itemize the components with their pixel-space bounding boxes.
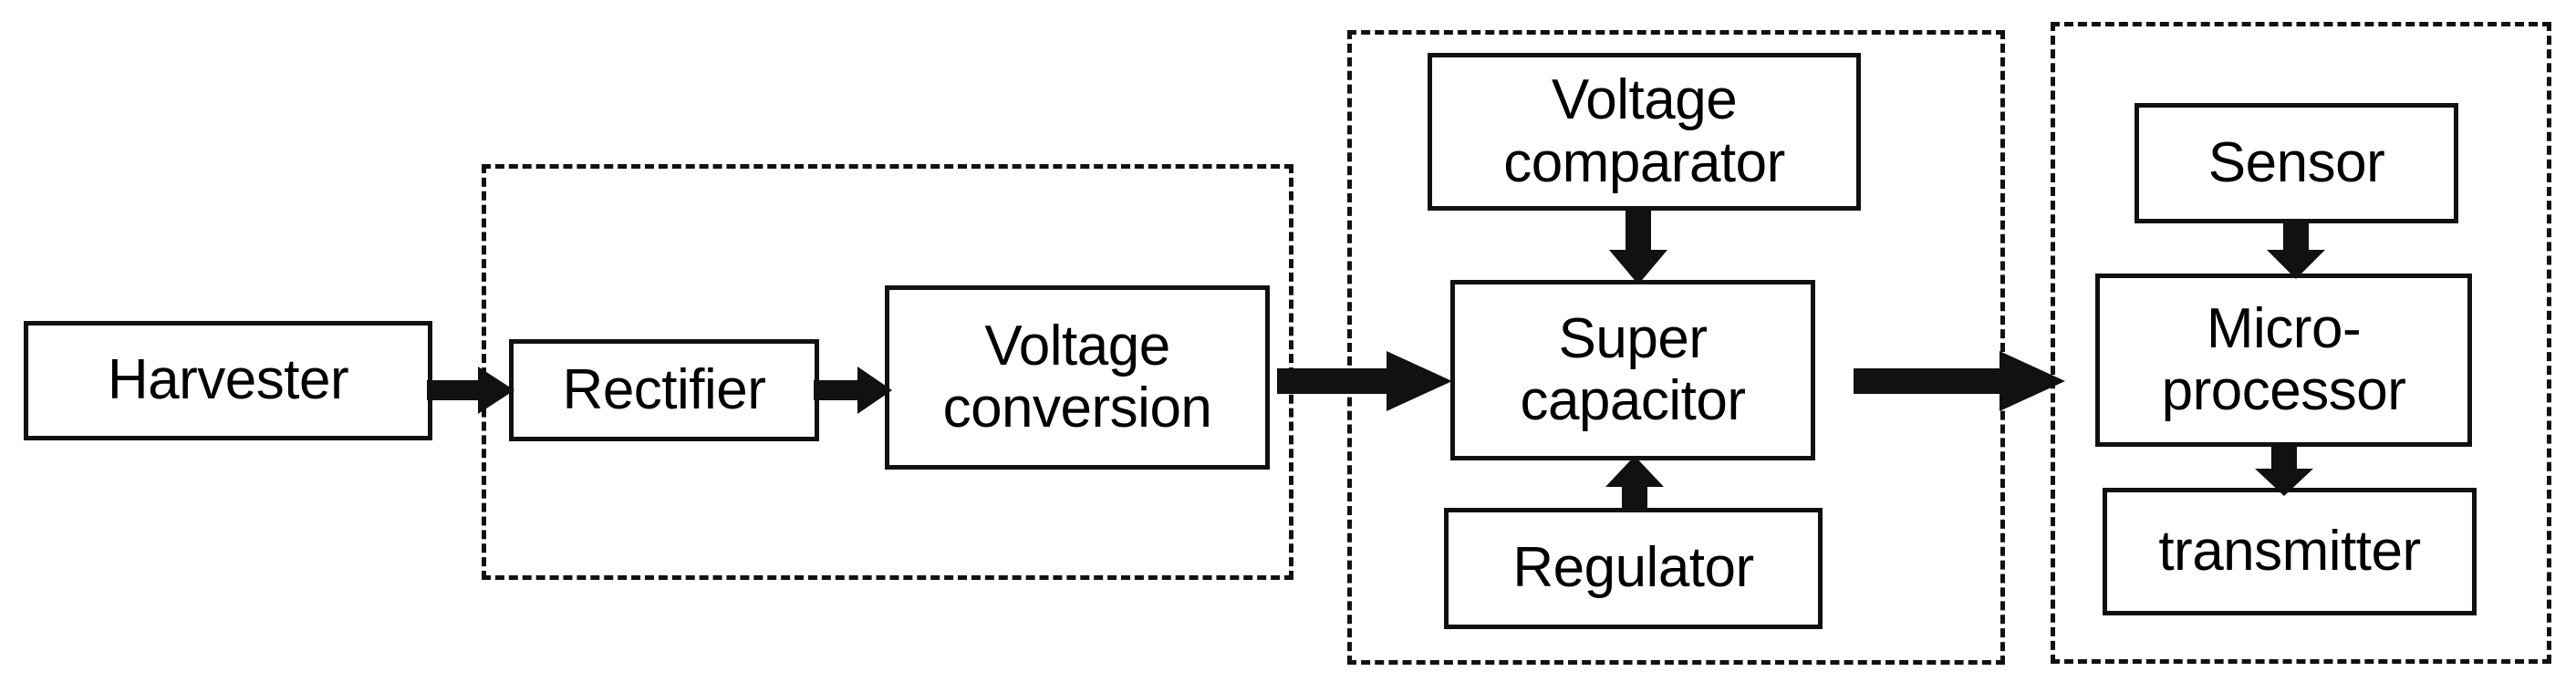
block-microprocessor[interactable]: Micro- processor [2095, 274, 2472, 447]
block-transmitter[interactable]: transmitter [2103, 488, 2477, 615]
block-voltage-conversion[interactable]: Voltage conversion [885, 285, 1270, 470]
block-rectifier[interactable]: Rectifier [509, 339, 819, 441]
group-sensor-node [2051, 22, 2551, 664]
group-energy-storage [1347, 30, 2005, 665]
block-voltage-comparator[interactable]: Voltage comparator [1428, 53, 1861, 211]
block-sensor[interactable]: Sensor [2135, 103, 2458, 223]
block-harvester[interactable]: Harvester [24, 321, 432, 440]
block-super-capacitor[interactable]: Super capacitor [1450, 280, 1815, 460]
block-regulator[interactable]: Regulator [1444, 508, 1823, 629]
